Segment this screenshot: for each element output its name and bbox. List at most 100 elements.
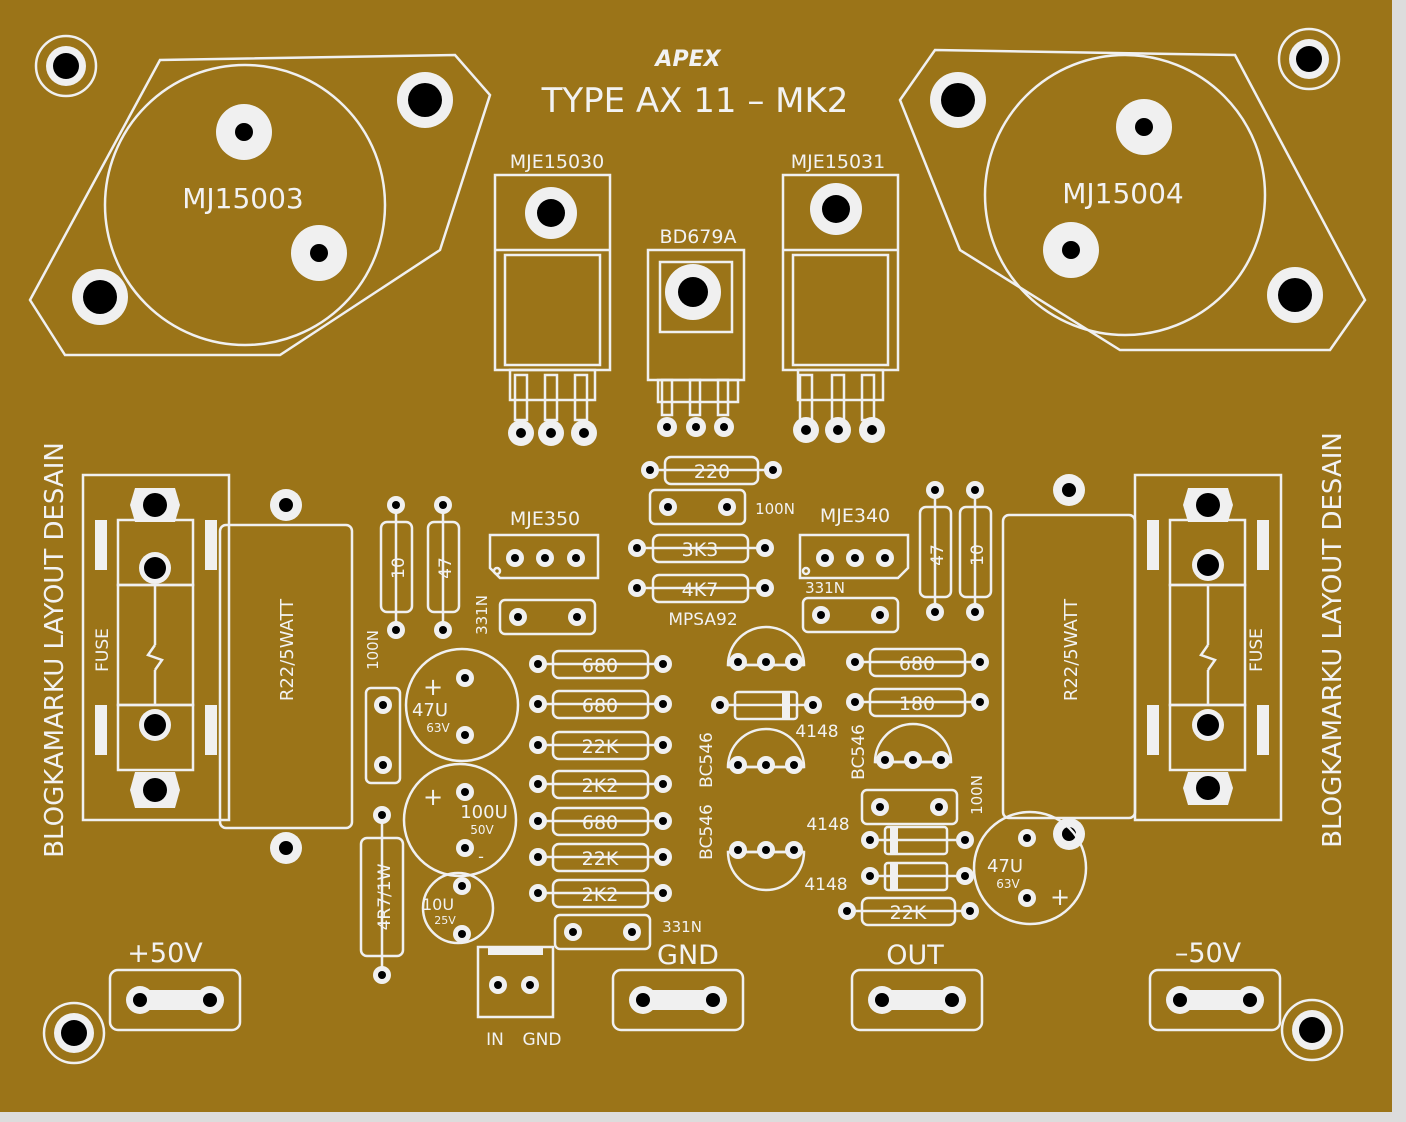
to220-right-outline [781, 173, 900, 443]
resistor-180 [846, 687, 989, 718]
resistor-47-left-label: 47 [436, 557, 456, 579]
cap-10u [421, 871, 495, 945]
to3-right-outline [898, 48, 1367, 352]
resistor-220 [641, 455, 782, 486]
power-resistor-left-label: R22/5WATT [277, 598, 298, 701]
resistor-22k-b-label: 22K [582, 848, 619, 870]
cap-100u [402, 762, 518, 878]
to220-left-outline [493, 173, 612, 446]
resistor-47-left [426, 496, 461, 639]
resistor-3k3-label: 3K3 [682, 539, 719, 561]
cap-47u-right [972, 810, 1088, 926]
input-connector [476, 945, 555, 1019]
terminal-gnd [611, 968, 745, 1032]
bc546-a-label: BC546 [697, 732, 717, 788]
terminal-out-label: OUT [886, 940, 944, 971]
resistor-680-b-label: 680 [582, 695, 618, 717]
diode-4148-b-label: 4148 [806, 815, 849, 835]
resistor-47-right-label: 47 [928, 544, 948, 566]
board-edge-bottom [0, 1112, 1406, 1122]
diode-4148-a-label: 4148 [795, 722, 838, 742]
mpsa92-label: MPSA92 [668, 610, 737, 630]
terminal-vneg [1148, 968, 1282, 1032]
resistor-680-c [529, 806, 672, 837]
terminal-out [850, 968, 984, 1032]
resistor-680-c-label: 680 [582, 812, 618, 834]
cap-331n-bottom-label: 331N [662, 918, 702, 936]
cap-331n-bottom [553, 913, 652, 951]
input-label-gnd: GND [523, 1030, 562, 1050]
resistor-680-right [846, 647, 989, 678]
cap-331n-right [801, 596, 900, 634]
bd679a-label: BD679A [660, 226, 737, 248]
cap-331n-left [498, 598, 597, 636]
cap-47u-left-plus: + [423, 673, 443, 701]
cap-100u-minus: - [478, 847, 484, 866]
resistor-2k2-b-label: 2K2 [582, 884, 619, 906]
resistor-22k-right [838, 896, 979, 927]
resistor-2k2-b [529, 878, 672, 909]
terminal-vpos-label: +50V [127, 938, 203, 969]
cap-47u-right-plus: + [1050, 883, 1070, 911]
resistor-22k-a [529, 730, 672, 761]
fuse-holder-right [1133, 473, 1283, 822]
resistor-10-right-label: 10 [968, 544, 988, 566]
resistor-4k7 [628, 573, 774, 604]
cap-100n-right-label: 100N [968, 775, 986, 815]
fuse-left-label: FUSE [93, 628, 113, 672]
cap-331n-left-label: 331N [473, 595, 491, 635]
resistor-22k-b [529, 842, 672, 873]
resistor-47-right [918, 481, 953, 621]
mje340-label: MJE340 [820, 505, 890, 527]
terminal-gnd-label: GND [657, 940, 719, 971]
resistor-680-right-label: 680 [899, 653, 935, 675]
cap-100n-left [364, 686, 402, 785]
board-title: TYPE AX 11 – MK2 [541, 81, 849, 121]
resistor-10-left-label: 10 [389, 557, 409, 579]
bc546-c-label: BC546 [849, 724, 869, 780]
resistor-10-right [958, 481, 993, 621]
resistor-10-left [379, 496, 414, 639]
to3-right-label: MJ15004 [1062, 177, 1184, 210]
cap-100n-top [648, 488, 747, 526]
resistor-22k-a-label: 22K [582, 736, 619, 758]
resistor-680-b [529, 689, 672, 720]
side-label-left: BLOGKAMARKU LAYOUT DESAIN [40, 442, 70, 858]
cap-47u-right-value: 47U [987, 856, 1023, 877]
resistor-680-a [529, 649, 672, 680]
cap-100u-plus: + [423, 783, 443, 811]
resistor-2k2-a-label: 2K2 [582, 775, 619, 797]
brand-logo: APEX [653, 47, 721, 72]
fuse-holder-left [81, 473, 231, 822]
mpsa92-body [726, 625, 806, 671]
bc546-a-body [726, 727, 806, 774]
cap-47u-left-value: 47U [412, 700, 448, 721]
cap-100n-top-label: 100N [755, 500, 795, 518]
resistor-2k2-a [529, 769, 672, 800]
cap-10u-value: 10U [422, 895, 454, 914]
mje350-outline [488, 533, 600, 580]
cap-47u-left-voltage: 63V [426, 721, 450, 735]
diode-4148-c-label: 4148 [804, 875, 847, 895]
power-resistor-left [218, 489, 354, 864]
mounting-hole-br [1280, 998, 1344, 1062]
side-label-right: BLOGKAMARKU LAYOUT DESAIN [1318, 432, 1348, 848]
to3-left-label: MJ15003 [182, 182, 304, 215]
bc546-c-body [873, 722, 953, 769]
cap-100u-voltage: 50V [470, 823, 494, 837]
resistor-180-label: 180 [899, 693, 935, 715]
mje350-label: MJE350 [510, 508, 580, 530]
resistor-22k-right-label: 22K [890, 902, 927, 924]
resistor-680-a-label: 680 [582, 655, 618, 677]
board-edge [1392, 0, 1406, 1122]
input-label-in: IN [486, 1030, 504, 1050]
to126-bias-outline [646, 248, 746, 437]
cap-100n-left-label: 100N [364, 630, 382, 670]
diode-4148-b [861, 825, 974, 856]
cap-47u-left [404, 647, 520, 763]
cap-100u-value: 100U [460, 802, 508, 823]
terminal-vpos [108, 968, 242, 1032]
resistor-4r7-label: 4R7/1W [375, 863, 395, 930]
